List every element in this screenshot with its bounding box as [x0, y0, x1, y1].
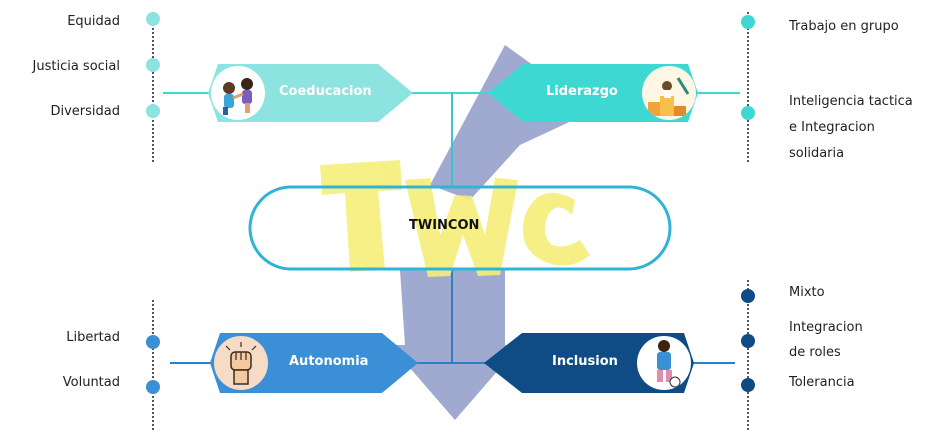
label-trabajo-en-grupo: Trabajo en grupo	[789, 19, 899, 34]
center-label: TWINCON	[409, 218, 480, 233]
left-bottom-dotted-line	[152, 300, 154, 430]
right-bottom-dot-1	[741, 289, 755, 303]
right-bottom-dot-2	[741, 334, 755, 348]
label-diversidad: Diversidad	[50, 104, 120, 119]
arrow-down-shape	[390, 270, 520, 420]
label-mixto: Mixto	[789, 285, 825, 300]
right-top-dotted-line	[747, 12, 749, 162]
left-top-dot-1	[146, 12, 160, 26]
label-voluntad: Voluntad	[62, 375, 120, 390]
right-bottom-dotted-line	[747, 280, 749, 430]
right-bottom-dot-3	[741, 378, 755, 392]
label-inteligencia-tactica: Inteligencia tactica	[789, 94, 913, 109]
autonomia-label: Autonomia	[289, 354, 369, 369]
liderazgo-label: Liderazgo	[546, 84, 618, 99]
coeducacion-label: Coeducacion	[279, 84, 372, 99]
award-podium-icon	[642, 66, 696, 120]
left-top-dot-2	[146, 58, 160, 72]
label-solidaria: solidaria	[789, 146, 845, 161]
label-tolerancia: Tolerancia	[789, 375, 855, 390]
label-equidad: Equidad	[67, 14, 120, 29]
right-top-dot-2	[741, 106, 755, 120]
child-soccer-icon	[637, 336, 691, 390]
left-bottom-dot-1	[146, 335, 160, 349]
inclusion-label: Inclusion	[552, 354, 618, 369]
label-e-integracion: e Integracion	[789, 120, 875, 135]
left-bottom-dot-2	[146, 380, 160, 394]
left-top-dotted-line	[152, 12, 154, 162]
right-top-dot-1	[741, 15, 755, 29]
label-libertad: Libertad	[66, 330, 120, 345]
left-top-dot-3	[146, 104, 160, 118]
children-playing-icon	[211, 66, 265, 120]
label-integracion: Integracion	[789, 320, 863, 335]
raised-fist-icon	[214, 336, 268, 390]
label-justicia-social: Justicia social	[32, 59, 120, 74]
label-de-roles: de roles	[789, 345, 841, 360]
center-box	[248, 185, 672, 271]
